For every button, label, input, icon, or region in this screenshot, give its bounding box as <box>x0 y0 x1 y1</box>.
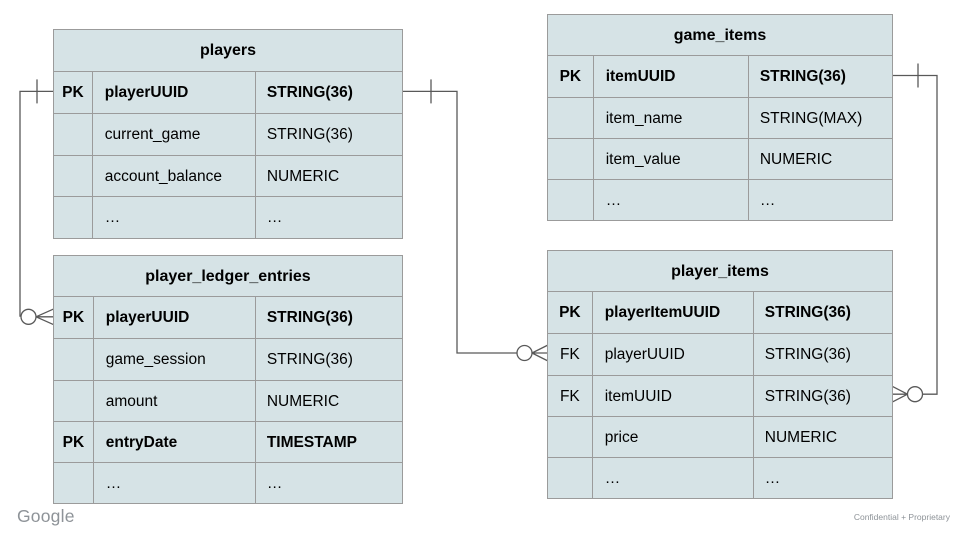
table-cell-name: price <box>593 416 754 457</box>
table-row: current_game STRING(36) <box>54 113 402 155</box>
table-cell-name: account_balance <box>93 155 256 197</box>
table-cell-key: PK <box>54 71 93 114</box>
table-cell-type: TIMESTAMP <box>266 433 357 451</box>
table-cell-key <box>548 139 594 179</box>
google-logo: Google <box>17 506 75 526</box>
table-cell-key: PK <box>54 421 94 462</box>
table-cell-name: game_session <box>94 339 256 380</box>
table-cell-name: playerUUID <box>94 297 256 339</box>
table-cell-name: entryDate <box>94 421 256 462</box>
table-cell-key: PK <box>548 56 594 97</box>
table-cell-key <box>54 339 94 380</box>
table-cell-name: … <box>594 180 749 220</box>
table-cell-key <box>54 155 93 197</box>
table-cell-key <box>548 180 594 220</box>
table-cell-type: STRING(36) <box>266 309 353 327</box>
table-cell-type: STRING(36) <box>764 387 851 405</box>
table-title: player_items <box>548 251 892 293</box>
table-cell-key <box>54 462 94 504</box>
table-cell-type: NUMERIC <box>759 151 833 168</box>
table-row: game_session STRING(36) <box>54 338 402 380</box>
cardinality-crow-foot <box>531 344 549 362</box>
table-row: item_value NUMERIC <box>548 138 892 179</box>
table-cell-name: playerItemUUID <box>593 292 754 334</box>
table-row: …… <box>54 461 402 504</box>
relationship-players-ledger <box>19 79 55 326</box>
table-cell-type: … <box>266 474 283 492</box>
table-cell-key: PK <box>54 297 94 339</box>
table-cell-type: STRING(36) <box>266 83 353 101</box>
table-cell-name: itemUUID <box>593 375 754 416</box>
table-cell-key <box>548 457 593 499</box>
table-row: …… <box>54 196 402 238</box>
cardinality-zero-circle <box>906 386 924 403</box>
table-cell-type: STRING(36) <box>266 126 353 144</box>
table-cell-type: STRING(36) <box>266 351 353 369</box>
cardinality-crow-foot <box>891 385 908 403</box>
table-cell-name: item_value <box>594 139 749 179</box>
table-row: price NUMERIC <box>548 415 892 457</box>
table-row: …… <box>548 179 892 220</box>
table-cell-name: … <box>94 462 256 504</box>
confidential-label: Confidential + Proprietary <box>853 512 950 522</box>
table-cell-key: FK <box>548 375 593 416</box>
table-row: account_balance NUMERIC <box>54 154 402 197</box>
table-row: …… <box>548 456 892 499</box>
table-title: player_ledger_entries <box>54 256 402 298</box>
table-cell-type: NUMERIC <box>764 428 838 446</box>
table-cell-type: … <box>266 209 283 227</box>
table-cell-name: playerUUID <box>593 334 754 375</box>
table-cell-key <box>54 197 93 238</box>
table-cell-key: PK <box>548 292 593 334</box>
table-cell-name: current_game <box>93 114 256 155</box>
table-row: amount NUMERIC <box>54 379 402 421</box>
relationship-gameitems-items <box>891 63 938 403</box>
table-cell-name: itemUUID <box>594 56 749 97</box>
table-cell-type: … <box>764 469 781 487</box>
cardinality-zero-circle <box>516 344 533 362</box>
table-cell-key <box>54 380 94 421</box>
table-row: item_name STRING(MAX) <box>548 97 892 138</box>
table-cell-name: … <box>593 457 754 499</box>
table-cell-key <box>548 416 593 457</box>
table-cell-name: playerUUID <box>93 71 256 114</box>
table-cell-type: STRING(36) <box>764 304 851 322</box>
cardinality-crow-foot <box>35 308 55 326</box>
table-cell-name: … <box>93 197 256 238</box>
table-cell-type: NUMERIC <box>266 392 340 410</box>
table-cell-type: STRING(36) <box>764 346 851 364</box>
relationship-players-items <box>403 79 549 362</box>
cardinality-zero-circle <box>20 308 37 325</box>
table-title: game_items <box>548 15 892 56</box>
table-cell-type: STRING(MAX) <box>759 110 863 127</box>
table-cell-key: FK <box>548 334 593 375</box>
table-cell-key <box>54 114 93 155</box>
table-title: players <box>54 30 402 72</box>
table-cell-type: STRING(36) <box>759 68 846 85</box>
table-cell-type: … <box>759 192 776 209</box>
table-cell-type: NUMERIC <box>266 167 340 185</box>
table-cell-key <box>548 98 594 138</box>
table-cell-name: item_name <box>594 98 749 138</box>
table-cell-name: amount <box>94 380 256 421</box>
